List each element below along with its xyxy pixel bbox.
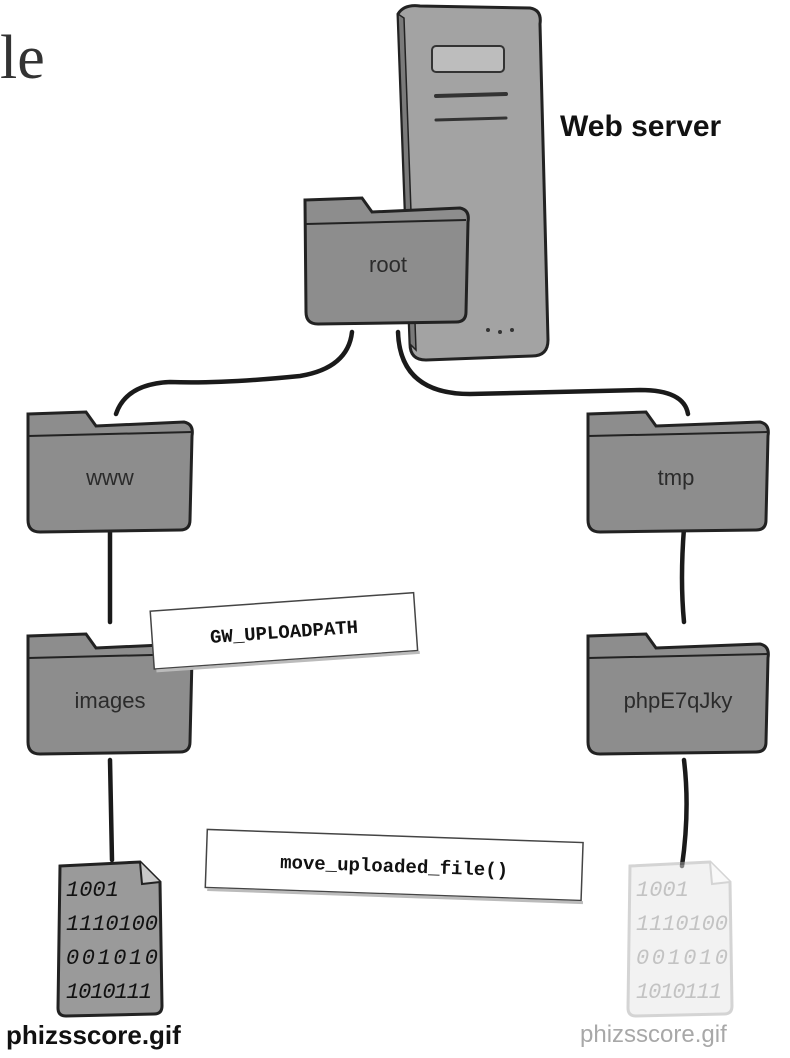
connector-lines [107,329,691,869]
line-phpdir-tempfile [679,757,689,869]
destination-file-bits-1: 1001 [66,878,119,903]
folder-www: www [26,410,194,534]
folder-images: images [26,632,194,756]
temporary-file-bits-2: 1110100 [636,912,728,937]
folder-tmp: tmp [586,410,770,534]
move-function-note: move_uploaded_file() [204,828,584,905]
partial-heading: le [0,24,45,92]
line-images-file [107,757,115,863]
folder-tmp-label: tmp [658,465,695,490]
folder-root: root [303,196,470,326]
destination-file-bits-2: 1110100 [66,912,158,937]
line-root-www [113,329,355,417]
destination-file-name: phizsscore.gif [6,1020,181,1050]
folder-root-label: root [369,252,407,277]
line-root-tmp [395,329,691,417]
temporary-file-bits-4: 1010111 [636,980,722,1005]
temporary-file-bits-1: 1001 [636,878,689,903]
temporary-file-icon: 1001 1110100 001010 1010111 [626,860,734,1018]
web-server-label: Web server [560,110,722,143]
folder-phpdir: phpE7qJky [586,632,770,756]
folder-images-label: images [75,688,146,713]
line-tmp-phpdir [679,525,687,625]
temporary-file-name: phizsscore.gif [580,1021,727,1048]
destination-file-icon: 1001 1110100 001010 1010111 [56,860,164,1018]
destination-file-bits-4: 1010111 [66,980,152,1005]
folder-www-label: www [85,465,134,490]
folder-phpdir-label: phpE7qJky [624,688,733,713]
upload-path-note: GW_UPLOADPATH [149,591,420,673]
